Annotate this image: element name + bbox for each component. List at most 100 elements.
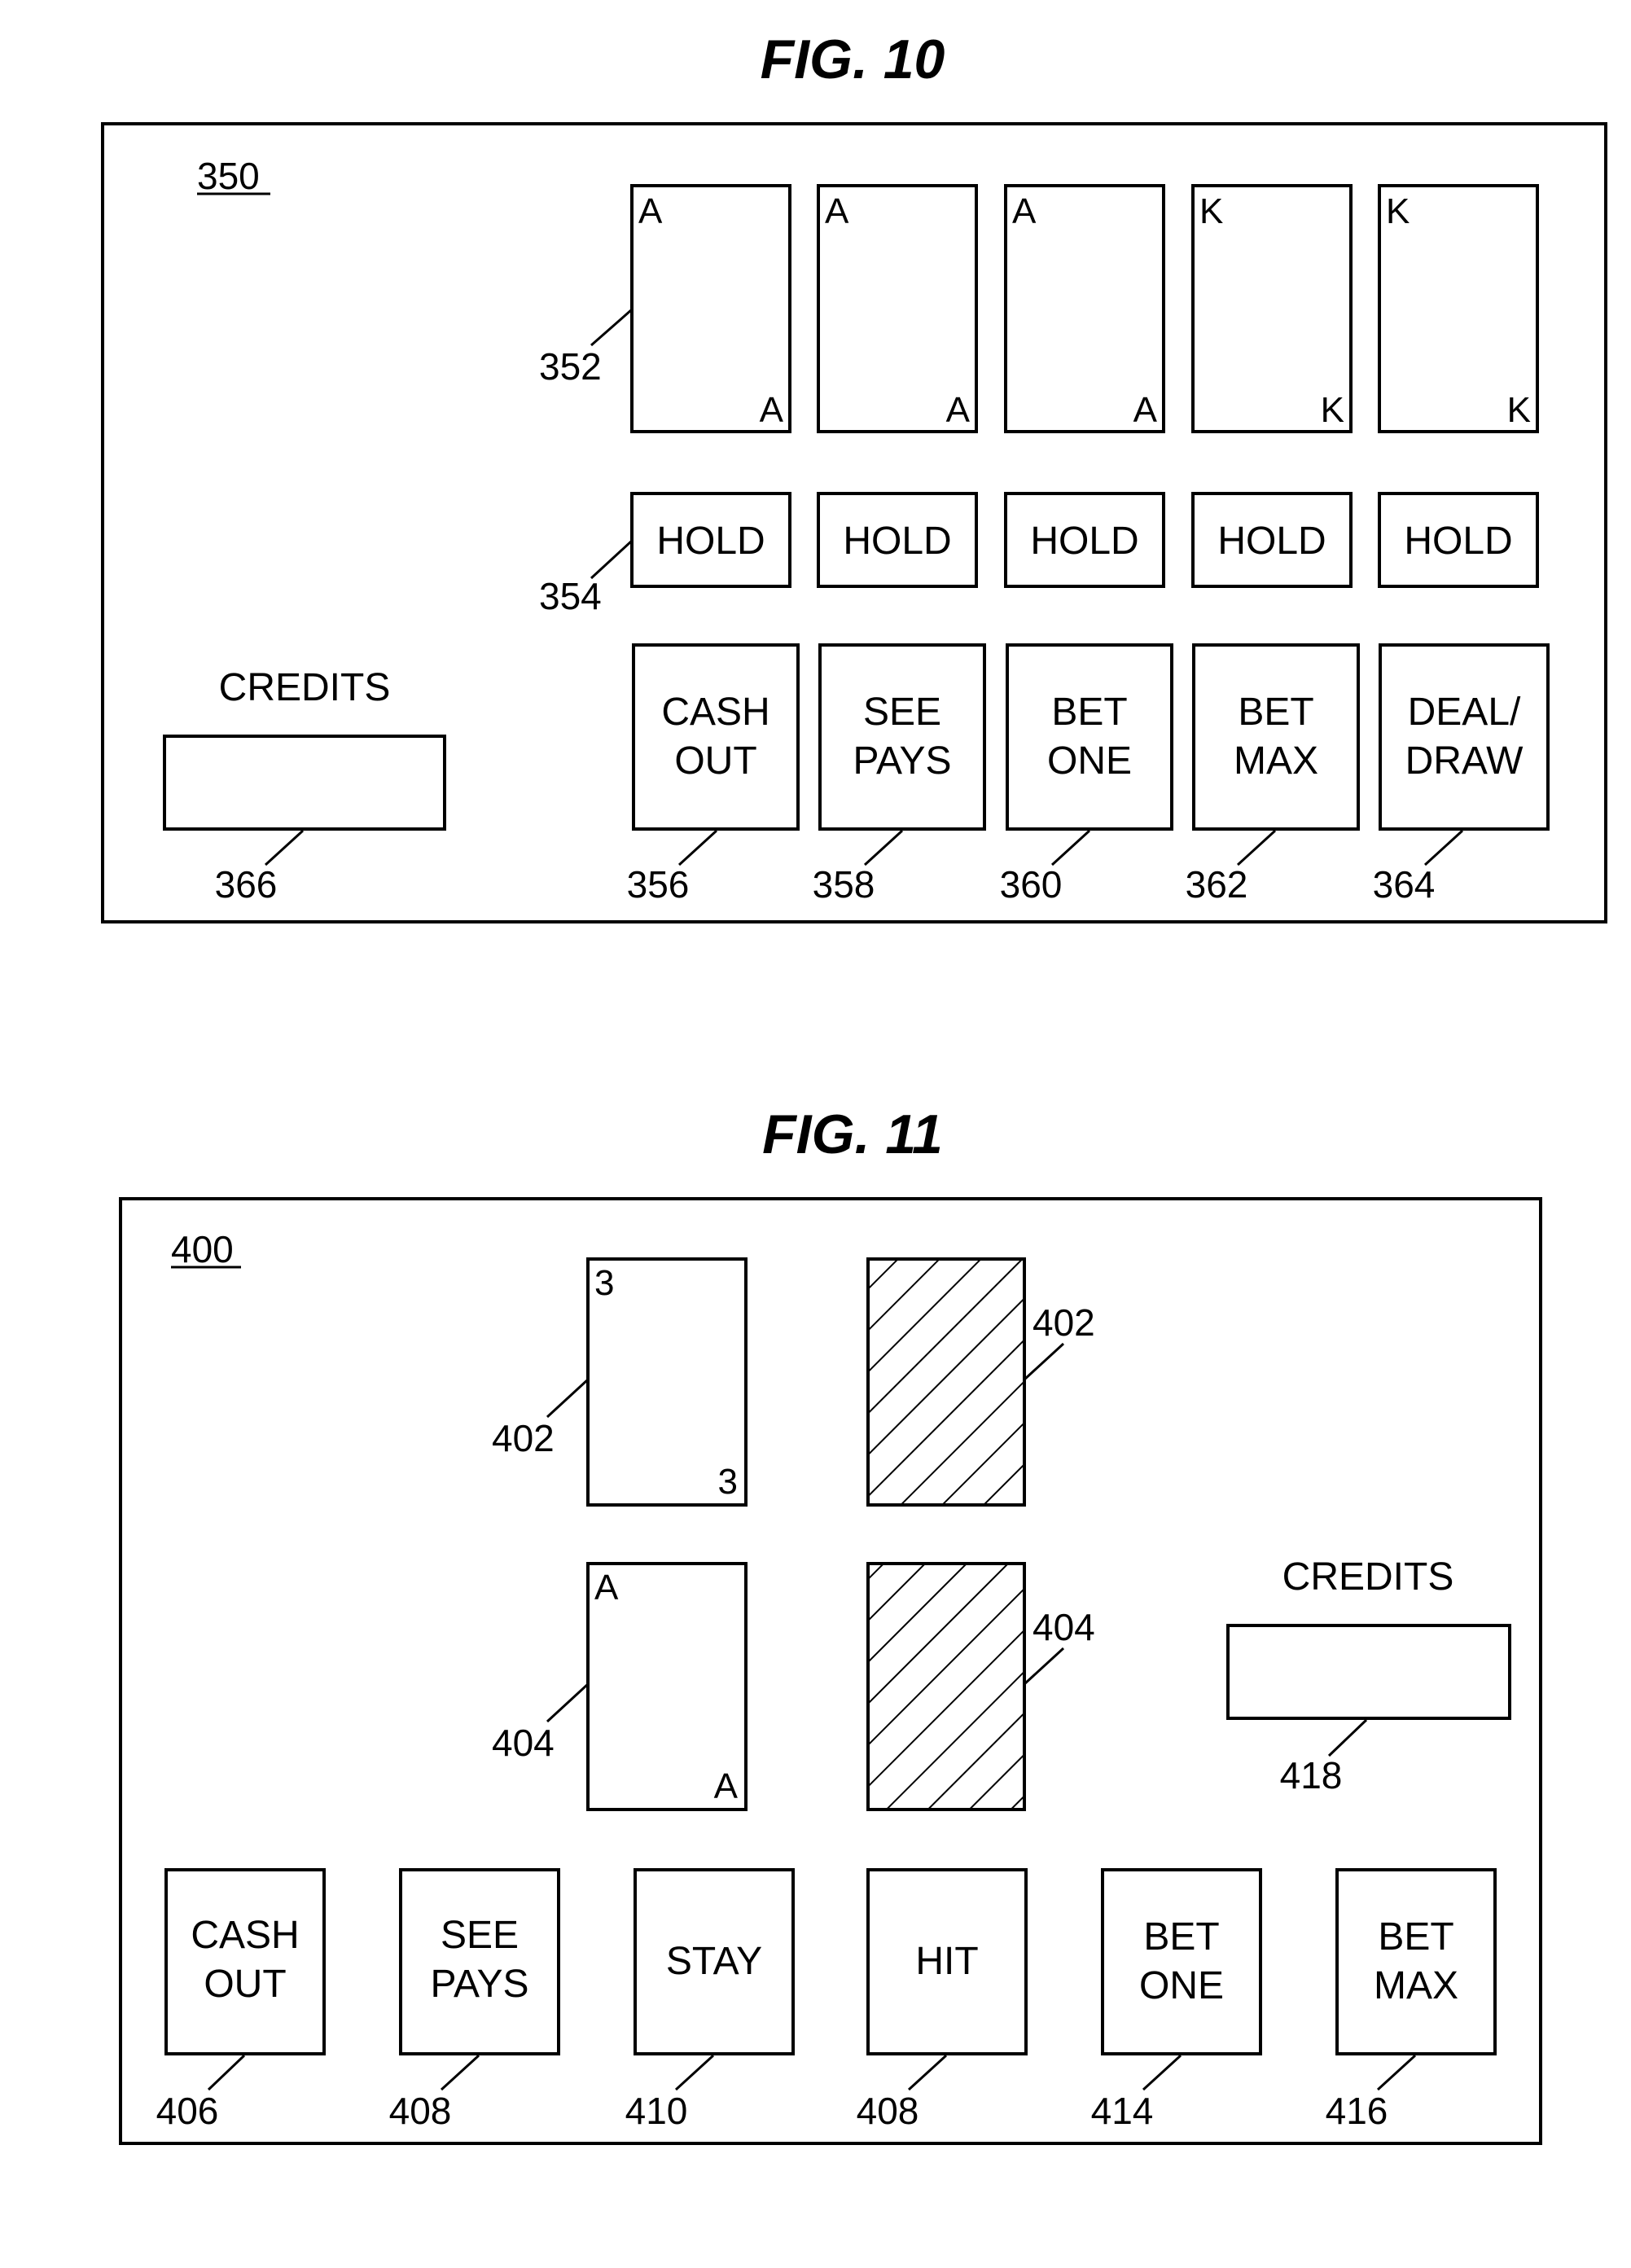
fig10-bet-max-button[interactable]: BET MAX — [1194, 645, 1358, 829]
fig10-cash-out-button[interactable]: CASH OUT — [634, 645, 798, 829]
fig10-card-5: K K — [1379, 186, 1537, 432]
fig11-cash-out-leader — [208, 2055, 244, 2090]
fig10-hold-button-1[interactable]: HOLD — [632, 494, 790, 586]
card-rank-top: A — [594, 1568, 619, 1608]
fig11-hand1-card: 3 3 — [588, 1259, 746, 1505]
button-line1: BET — [1143, 1915, 1219, 1959]
fig11-hand1-card-ref: 402 — [492, 1417, 555, 1459]
fig10-cards-leader — [591, 309, 632, 345]
fig11-stay-button[interactable]: STAY — [635, 1870, 793, 2054]
fig10-see-pays-button[interactable]: SEE PAYS — [820, 645, 984, 829]
fig10-deal-draw-leader — [1425, 831, 1462, 865]
fig10-bet-max-ref: 362 — [1186, 863, 1248, 906]
card-rank-bottom: K — [1507, 390, 1531, 430]
fig10-credits-ref: 366 — [215, 863, 278, 906]
fig11-hand2-card: A A — [588, 1564, 746, 1810]
fig11-hand1-back-leader — [1024, 1344, 1063, 1380]
button-line2: ONE — [1047, 739, 1132, 783]
button-line1: STAY — [666, 1940, 762, 1983]
button-line1: DEAL/ — [1408, 691, 1521, 734]
fig11-hit-button[interactable]: HIT — [868, 1870, 1026, 2054]
fig10-hold-button-2[interactable]: HOLD — [818, 494, 976, 586]
hold-label: HOLD — [1404, 520, 1512, 563]
button-line1: HIT — [915, 1940, 978, 1983]
fig11-bet-one-leader — [1143, 2055, 1181, 2090]
fig10-title: FIG. 10 — [761, 29, 945, 90]
fig11-bet-max-button[interactable]: BET MAX — [1337, 1870, 1495, 2054]
fig11-hit-ref: 408 — [857, 2090, 919, 2132]
fig10-cards-ref: 352 — [539, 345, 602, 388]
fig10-credits-display — [164, 736, 445, 829]
button-line2: MAX — [1234, 739, 1318, 783]
card-rank-top: A — [638, 191, 663, 231]
fig10-holds-leader — [591, 541, 632, 578]
fig10-hold-button-3[interactable]: HOLD — [1006, 494, 1164, 586]
fig11-title: FIG. 11 — [762, 1103, 943, 1165]
button-line2: DRAW — [1405, 739, 1524, 783]
hold-label: HOLD — [656, 520, 765, 563]
fig10-see-pays-ref: 358 — [813, 863, 875, 906]
fig11-credits-display — [1228, 1625, 1510, 1718]
fig11-stay-ref: 410 — [625, 2090, 688, 2132]
fig11-credits-leader — [1329, 1720, 1366, 1756]
button-line1: SEE — [863, 691, 941, 734]
card-rank-top: A — [825, 191, 849, 231]
fig10-bet-one-ref: 360 — [1000, 863, 1063, 906]
fig11-screen-ref: 400 — [171, 1228, 234, 1270]
hold-label: HOLD — [843, 520, 951, 563]
hold-label: HOLD — [1217, 520, 1326, 563]
fig10-deal-draw-button[interactable]: DEAL/ DRAW — [1380, 645, 1548, 829]
button-line1: SEE — [441, 1914, 519, 1957]
fig11-see-pays-ref: 408 — [389, 2090, 452, 2132]
fig10-deal-draw-ref: 364 — [1373, 863, 1436, 906]
card-rank-bottom: A — [1133, 390, 1158, 430]
fig11-credits-ref: 418 — [1280, 1754, 1343, 1796]
fig10-screen-ref: 350 — [197, 155, 260, 197]
card-rank-bottom: A — [946, 390, 971, 430]
fig11-credits-label: CREDITS — [1282, 1555, 1454, 1599]
fig10-bet-one-button[interactable]: BET ONE — [1007, 645, 1172, 829]
button-line2: PAYS — [853, 739, 952, 783]
fig10-card-1: A A — [632, 186, 790, 432]
fig11-bet-max-leader — [1378, 2055, 1415, 2090]
fig10-hold-button-4[interactable]: HOLD — [1193, 494, 1351, 586]
fig10-bet-one-leader — [1052, 831, 1090, 865]
fig10-card-4: K K — [1193, 186, 1351, 432]
button-line1: CASH — [661, 691, 769, 734]
card-rank-top: K — [1386, 191, 1410, 231]
button-line2: PAYS — [431, 1963, 529, 2006]
fig10-hold-button-5[interactable]: HOLD — [1379, 494, 1537, 586]
card-rank-bottom: A — [760, 390, 784, 430]
fig11-cash-out-ref: 406 — [156, 2090, 219, 2132]
button-line1: CASH — [191, 1914, 299, 1957]
fig11-bet-one-button[interactable]: BET ONE — [1103, 1870, 1261, 2054]
fig11-stay-leader — [676, 2055, 713, 2090]
card-rank-top: K — [1199, 191, 1223, 231]
card-rank-bottom: 3 — [718, 1462, 738, 1502]
fig10-cash-out-ref: 356 — [627, 863, 690, 906]
fig10-holds-ref: 354 — [539, 575, 602, 617]
fig10-credits-leader — [265, 831, 303, 865]
fig11-hand2-card-leader — [547, 1684, 588, 1722]
card-rank-top: A — [1012, 191, 1037, 231]
fig11-hand1-card-back — [868, 1259, 1024, 1505]
fig11-hand2-card-back — [868, 1564, 1024, 1810]
fig11-see-pays-leader — [441, 2055, 479, 2090]
button-line1: BET — [1051, 691, 1127, 734]
hold-label: HOLD — [1030, 520, 1138, 563]
button-line2: OUT — [204, 1963, 286, 2006]
card-rank-bottom: K — [1321, 390, 1344, 430]
fig11-bet-one-ref: 414 — [1091, 2090, 1154, 2132]
fig10-see-pays-leader — [865, 831, 902, 865]
fig11-bet-max-ref: 416 — [1326, 2090, 1388, 2132]
fig11-cash-out-button[interactable]: CASH OUT — [166, 1870, 324, 2054]
fig10-cash-out-leader — [679, 831, 717, 865]
fig11-hand1-back-ref: 402 — [1033, 1301, 1095, 1344]
button-line1: BET — [1378, 1915, 1453, 1959]
fig11-hand2-card-ref: 404 — [492, 1722, 555, 1764]
fig11-hand1-card-leader — [547, 1380, 588, 1417]
fig11-see-pays-button[interactable]: SEE PAYS — [401, 1870, 559, 2054]
card-rank-bottom: A — [714, 1766, 739, 1806]
fig10-card-2: A A — [818, 186, 976, 432]
